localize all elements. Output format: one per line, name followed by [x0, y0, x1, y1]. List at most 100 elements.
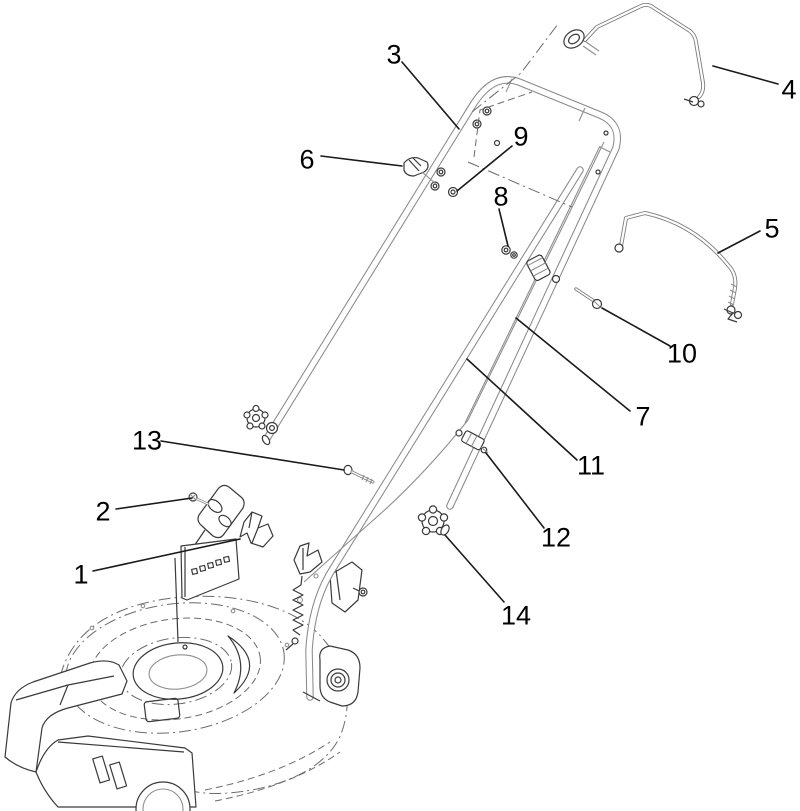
callout-leader-5: [717, 230, 761, 254]
cable-5-z-end: [723, 308, 738, 323]
adjuster-ring: [330, 672, 346, 688]
left-knob-center: [251, 413, 261, 423]
bracket-bolt-shaft: [352, 587, 360, 592]
upper-handle: [261, 76, 621, 510]
callout-label-13: 13: [132, 426, 162, 456]
deck-dot: [296, 596, 304, 604]
cable-run: [303, 141, 605, 583]
screw-10: [574, 287, 603, 310]
callout-leader-12: [485, 452, 545, 529]
star-knob-14: [417, 505, 450, 536]
wire-connector-lower: [455, 429, 489, 454]
wheel-arch: [135, 781, 191, 811]
leg-joint-mark: [599, 146, 611, 153]
plate-hole: [207, 498, 223, 514]
callout-label-3: 3: [386, 40, 401, 70]
control-bar: [563, 2, 706, 108]
front-bumper-facet: [59, 684, 69, 706]
callout-leader-9: [456, 145, 513, 192]
callout-leader-14: [444, 534, 505, 603]
callout-label-5: 5: [764, 214, 779, 244]
callout-leader-7: [515, 317, 631, 412]
lower-handle: [302, 166, 601, 702]
skirt-slot: [92, 755, 111, 784]
lower-handle-tube-fill: [306, 167, 583, 700]
handle-eyelet-inner: [567, 33, 581, 45]
cable-5-spring-ticks: [727, 283, 738, 306]
grip-joint-mark: [578, 107, 586, 122]
callout-leader-11: [466, 358, 578, 461]
front-skirt-top-edge: [57, 741, 185, 753]
deck-outline: [56, 595, 348, 794]
pivot-bracket-rib: [335, 569, 341, 601]
handle-bolt-head-inner: [438, 169, 444, 175]
callout-leader-8: [498, 208, 509, 247]
control-cable: [614, 211, 743, 323]
left-junction-hardware: [243, 404, 279, 435]
cable-5-run: [619, 211, 738, 306]
cable-run-2: [464, 145, 601, 424]
callout-leader-1: [92, 538, 241, 572]
callout-label-1: 1: [73, 560, 88, 590]
deck-label-plate: [143, 697, 181, 723]
deck-blade-opening: [132, 642, 224, 700]
upper-handle-tube-fill: [263, 77, 620, 509]
callout-label-2: 2: [95, 497, 110, 527]
rear-handle-plate: [174, 484, 245, 643]
deck-rear-skirt-arc2: [214, 751, 341, 802]
callout-leader-4: [712, 65, 779, 85]
callout-leader-13: [160, 440, 345, 471]
cable-5-fitting2: [733, 310, 743, 320]
cable-5-run-fill: [619, 211, 737, 306]
center-bracket-and-spring: [285, 542, 323, 651]
phantom-corner: [473, 91, 533, 158]
washer-pair: [501, 245, 518, 259]
deck-hub-ring: [148, 654, 208, 690]
callout-label-7: 7: [635, 402, 650, 432]
callout-label-12: 12: [541, 523, 571, 553]
lower-handle-foot: [302, 691, 321, 702]
pivot-bracket: [329, 561, 363, 613]
control-bar-end-nut: [697, 100, 705, 108]
phantom-cross-line: [467, 161, 573, 208]
adjuster-ring: [326, 668, 350, 692]
skirt-slot: [109, 761, 128, 790]
callout-label-10: 10: [667, 339, 697, 369]
screw-2: [188, 492, 210, 506]
callout-leader-10: [601, 307, 671, 347]
cable-5-loop-end: [614, 243, 624, 253]
control-bar-rod-fill: [583, 3, 705, 99]
cable-clip: [403, 156, 437, 185]
control-bar-rod: [583, 2, 706, 99]
spring-coil: [292, 584, 304, 636]
callout-label-9: 9: [513, 122, 528, 152]
spring-link: [300, 575, 303, 586]
rear-door-vents: [191, 555, 231, 575]
handle-bolt-head-inner: [484, 108, 490, 114]
height-adjuster-housing: [319, 645, 361, 707]
deck-hub-bolt: [182, 644, 188, 650]
upper-handle-tube: [262, 76, 621, 510]
callout-label-11: 11: [577, 451, 605, 481]
tube-top-screw: [595, 169, 601, 175]
butterfly-bracket: [293, 542, 323, 575]
plate-stem: [174, 557, 179, 643]
left-junction-bolt-inner: [269, 425, 276, 432]
deck-ring-middle: [89, 617, 261, 721]
lower-handle-tube: [305, 166, 584, 701]
deck-dot: [313, 573, 319, 579]
right-deck-brackets: [296, 561, 368, 707]
adjuster-ring: [334, 676, 342, 684]
left-leg-end-cap: [261, 434, 271, 446]
wire-connector-upper: [526, 254, 551, 282]
front-bumper: [4, 660, 128, 773]
deck-bolt-dot: [89, 625, 95, 631]
control-bar-end-pin: [683, 98, 694, 103]
callout-label-4: 4: [781, 75, 796, 105]
front-bumper-body: [4, 660, 128, 773]
handle-bolt-head-inner: [432, 183, 438, 189]
deck-bolt-dot: [230, 608, 236, 614]
